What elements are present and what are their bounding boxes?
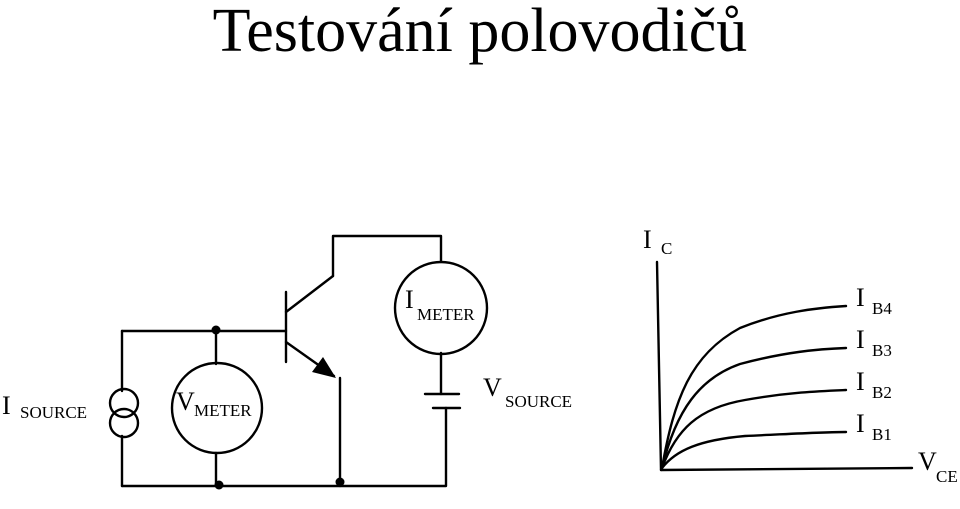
- ib4-main: I: [856, 283, 865, 312]
- v-source-main: V: [483, 373, 502, 402]
- curve-label-ib3: I B3: [856, 325, 892, 360]
- ib2-sub: B2: [872, 383, 892, 402]
- junction-dots: [211, 325, 345, 490]
- curve-label-ib1: I B1: [856, 409, 892, 444]
- i-meter-sub: METER: [417, 305, 475, 324]
- vce-sub: CE: [936, 467, 958, 486]
- ic-axis: [655, 260, 663, 472]
- curve-label-ib2: I B2: [856, 367, 892, 402]
- vce-axis-label: V CE: [918, 447, 958, 486]
- ib2-main: I: [856, 367, 865, 396]
- ic-main: I: [643, 225, 652, 254]
- circuit-wires: [120, 234, 448, 488]
- i-source-main: I: [2, 391, 11, 420]
- curve-label-ib4: I B4: [856, 283, 892, 318]
- junction-dot: [335, 477, 345, 487]
- current-source-symbol: [108, 387, 140, 439]
- page-title: Testování polovodičů: [212, 0, 748, 65]
- ib1-main: I: [856, 409, 865, 438]
- characteristic-graph: [655, 260, 914, 472]
- npn-transistor-symbol: [284, 274, 336, 378]
- ammeter-symbol: [393, 260, 489, 356]
- junction-dot: [214, 480, 224, 490]
- i-meter-label: I METER: [405, 285, 475, 324]
- ib3-sub: B3: [872, 341, 892, 360]
- i-meter-main: I: [405, 285, 414, 314]
- curve-ib3: [660, 346, 848, 470]
- vce-main: V: [918, 447, 937, 476]
- v-meter-sub: METER: [194, 401, 252, 420]
- ic-sub: C: [661, 239, 672, 258]
- curve-ib2: [660, 388, 848, 470]
- v-source-sub: SOURCE: [505, 392, 572, 411]
- v-source-label: V SOURCE: [483, 373, 572, 411]
- emitter-arrow-icon: [312, 357, 336, 378]
- curve-ib1: [660, 430, 848, 470]
- ib1-sub: B1: [872, 425, 892, 444]
- vce-axis: [659, 466, 914, 472]
- i-source-label: I SOURCE: [2, 391, 87, 422]
- battery-symbol: [423, 392, 462, 410]
- ic-axis-label: I C: [643, 225, 672, 258]
- i-source-sub: SOURCE: [20, 403, 87, 422]
- v-meter-label: V METER: [176, 387, 252, 420]
- v-meter-main: V: [176, 387, 195, 416]
- ib3-main: I: [856, 325, 865, 354]
- voltmeter-symbol: [170, 361, 264, 455]
- ib4-sub: B4: [872, 299, 892, 318]
- curve-ib4: [660, 304, 848, 470]
- junction-dot: [211, 325, 221, 335]
